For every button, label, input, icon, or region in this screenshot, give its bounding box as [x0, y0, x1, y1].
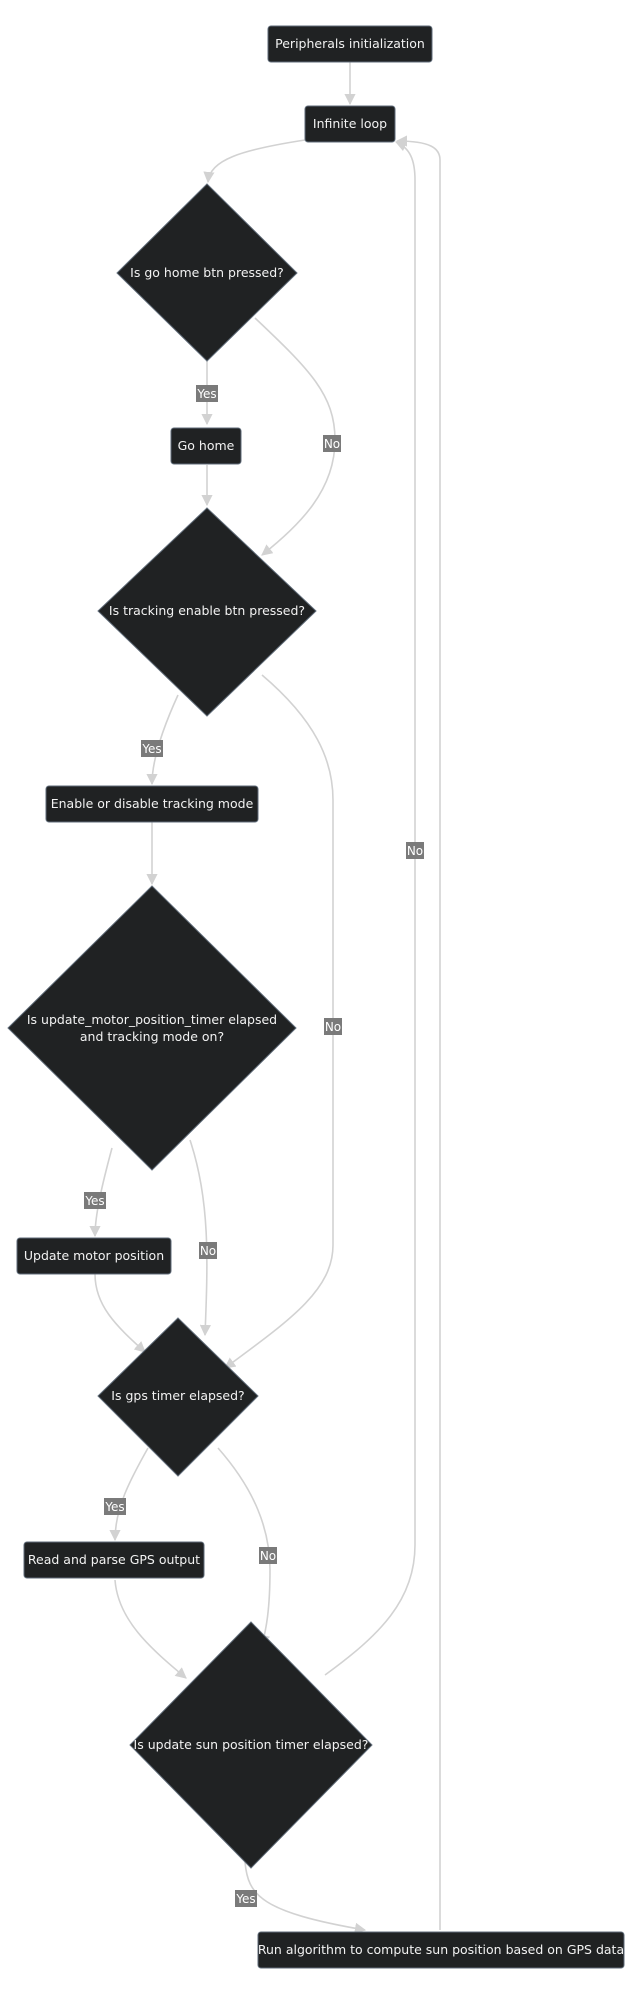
- label-sun-yes: Yes: [235, 1890, 257, 1907]
- decision-sun-timer: Is update sun position timer elapsed?: [129, 1621, 373, 1869]
- svg-text:Yes: Yes: [84, 1194, 104, 1208]
- node-toggle-tracking: Enable or disable tracking mode: [45, 785, 259, 823]
- svg-text:Is update_motor_position_timer: Is update_motor_position_timer elapsed: [27, 1012, 277, 1027]
- svg-text:Peripherals initialization: Peripherals initialization: [275, 36, 425, 51]
- node-update-motor: Update motor position: [16, 1237, 172, 1275]
- svg-text:Go home: Go home: [178, 438, 235, 453]
- node-run-algorithm: Run algorithm to compute sun position ba…: [257, 1931, 625, 1969]
- edge-run-algorithm-to-loop: [395, 135, 441, 1930]
- edge-sun-yes: [244, 1861, 367, 1934]
- edge-update-motor-to-gps: [94, 1273, 146, 1353]
- svg-text:Run algorithm to compute sun p: Run algorithm to compute sun position ba…: [258, 1942, 624, 1957]
- svg-text:No: No: [260, 1549, 276, 1563]
- edge-tracking-no: [224, 674, 334, 1369]
- svg-text:No: No: [324, 437, 340, 451]
- svg-text:No: No: [325, 1020, 341, 1034]
- label-gps-no: No: [259, 1547, 277, 1564]
- svg-text:Update motor position: Update motor position: [24, 1248, 164, 1263]
- node-peripherals-init: Peripherals initialization: [267, 25, 433, 63]
- svg-text:Yes: Yes: [104, 1500, 124, 1514]
- svg-text:No: No: [407, 844, 423, 858]
- svg-text:Is gps timer elapsed?: Is gps timer elapsed?: [111, 1388, 244, 1403]
- svg-text:Is go home btn pressed?: Is go home btn pressed?: [130, 265, 284, 280]
- label-tracking-no: No: [324, 1018, 342, 1035]
- label-gohome-yes: Yes: [196, 385, 218, 402]
- edge-loop-to-gohome-question: [203, 139, 306, 184]
- edge-sun-no: [324, 140, 416, 1676]
- edges: [89, 60, 441, 1934]
- decision-gps-timer: Is gps timer elapsed?: [97, 1317, 259, 1477]
- node-go-home: Go home: [170, 427, 242, 465]
- svg-text:No: No: [200, 1244, 216, 1258]
- edge-gps-parse-to-sun-question: [114, 1579, 187, 1679]
- svg-text:Yes: Yes: [235, 1892, 255, 1906]
- svg-text:Yes: Yes: [196, 387, 216, 401]
- label-motor-yes: Yes: [84, 1192, 106, 1209]
- svg-text:Is update sun position timer e: Is update sun position timer elapsed?: [134, 1737, 369, 1752]
- svg-text:Read and parse GPS output: Read and parse GPS output: [28, 1552, 200, 1567]
- decision-go-home: Is go home btn pressed?: [116, 183, 298, 362]
- edge-motor-no: [189, 1139, 211, 1337]
- node-infinite-loop: Infinite loop: [304, 105, 396, 143]
- svg-text:Infinite loop: Infinite loop: [313, 116, 387, 131]
- decision-tracking-enable: Is tracking enable btn pressed?: [97, 507, 317, 717]
- edge-gps-yes: [109, 1447, 149, 1542]
- node-parse-gps: Read and parse GPS output: [23, 1541, 205, 1579]
- svg-text:Enable or disable tracking mod: Enable or disable tracking mode: [51, 796, 254, 811]
- svg-text:Is tracking enable btn pressed: Is tracking enable btn pressed?: [109, 603, 305, 618]
- decision-motor-timer: Is update_motor_position_timer elapsed a…: [7, 885, 297, 1171]
- label-motor-no: No: [199, 1242, 217, 1259]
- svg-text:Yes: Yes: [141, 742, 161, 756]
- label-sun-no: No: [406, 842, 424, 859]
- svg-text:and tracking mode on?: and tracking mode on?: [80, 1029, 224, 1044]
- edge-labels: Yes No Yes No Yes No Yes No: [84, 385, 424, 1907]
- label-gps-yes: Yes: [104, 1498, 126, 1515]
- edge-gps-no: [217, 1447, 271, 1647]
- edge-tracking-yes: [146, 694, 179, 786]
- label-gohome-no: No: [323, 435, 341, 452]
- label-tracking-yes: Yes: [141, 740, 163, 757]
